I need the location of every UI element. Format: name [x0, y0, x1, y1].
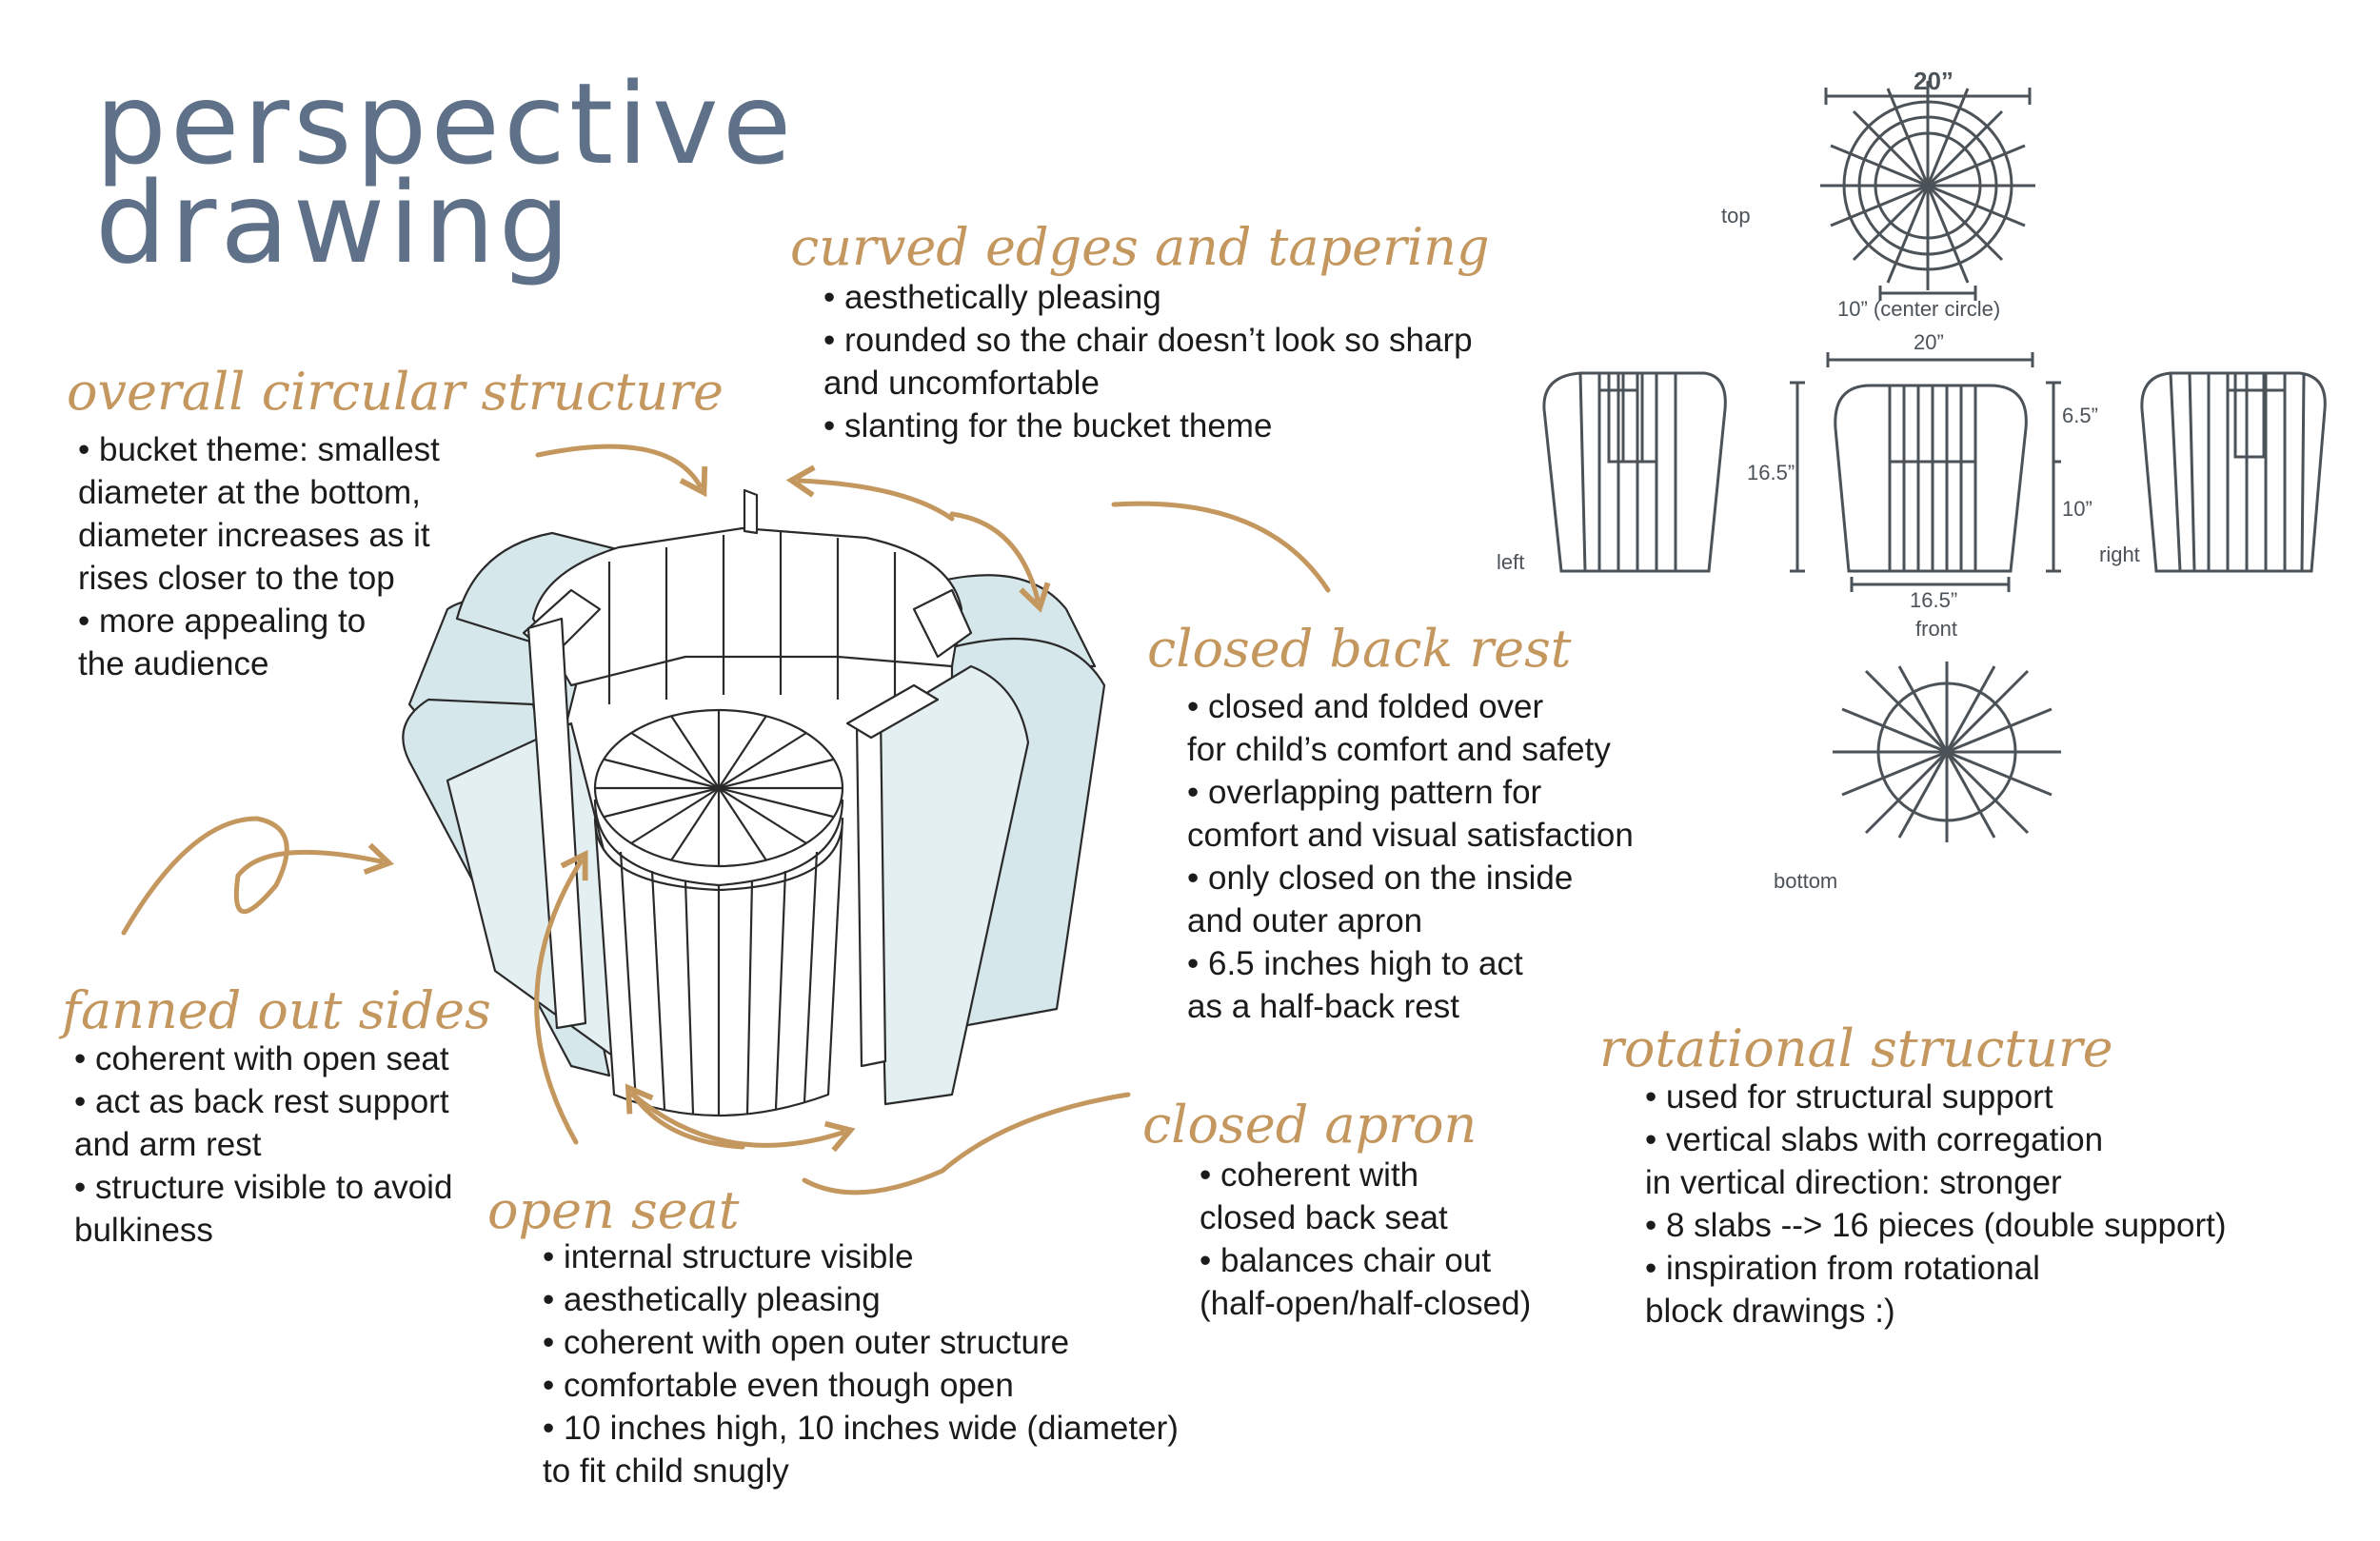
- text-line: • 10 inches high, 10 inches wide (diamet…: [543, 1410, 1179, 1447]
- back-rest-panels: [607, 531, 897, 709]
- text-line: • balances chair out: [1200, 1242, 1492, 1279]
- text-circular-structure: • bucket theme: smallest diameter at the…: [78, 428, 440, 685]
- label-front-view: front: [1915, 617, 1958, 641]
- text-line: the audience: [78, 645, 269, 682]
- arrow-open-seat-up: [534, 849, 588, 1145]
- arrow-fanned: [121, 816, 394, 936]
- text-line: • coherent with: [1200, 1156, 1419, 1194]
- text-closed-apron: • coherent with closed back seat • balan…: [1200, 1154, 1531, 1325]
- text-line: • aesthetically pleasing: [823, 279, 1161, 316]
- front-view: [1790, 352, 2061, 592]
- ortho-views: [1542, 81, 2327, 842]
- back-rest-cap-right: [912, 588, 973, 659]
- apron-slats: [619, 851, 819, 1116]
- top-view-spokes: [1820, 81, 2035, 290]
- annotation-arrows: [121, 444, 1331, 1195]
- label-bottom-view: bottom: [1774, 869, 1838, 893]
- dim-back-height: 6.5”: [2062, 404, 2098, 427]
- back-rest-tab: [743, 488, 759, 535]
- label-left-view: left: [1497, 550, 1525, 574]
- heading-closed-apron: closed apron: [1142, 1095, 1478, 1155]
- text-line: • internal structure visible: [543, 1238, 914, 1275]
- text-fanned-sides: • coherent with open seat • act as back …: [74, 1037, 452, 1252]
- text-line: as a half-back rest: [1187, 988, 1459, 1025]
- text-line: • rounded so the chair doesn’t look so s…: [823, 322, 1473, 359]
- text-line: • closed and folded over: [1187, 688, 1544, 725]
- text-line: (half-open/half-closed): [1200, 1285, 1532, 1322]
- heading-curved-edges: curved edges and tapering: [790, 217, 1490, 277]
- text-line: closed back seat: [1200, 1199, 1448, 1236]
- text-line: • comfortable even though open: [543, 1367, 1014, 1404]
- text-line: • slanting for the bucket theme: [823, 407, 1273, 445]
- text-line: • coherent with open outer structure: [543, 1324, 1070, 1361]
- heading-circular-structure: overall circular structure: [67, 362, 724, 422]
- seat-spokes: [595, 710, 843, 866]
- text-line: to fit child snugly: [543, 1452, 789, 1490]
- text-curved-edges: • aesthetically pleasing • rounded so th…: [823, 276, 1473, 447]
- text-line: block drawings :): [1645, 1293, 1895, 1330]
- text-rotational-structure: • used for structural support • vertical…: [1645, 1076, 2227, 1333]
- heading-rotational-structure: rotational structure: [1599, 1018, 2113, 1078]
- text-line: comfort and visual satisfaction: [1187, 817, 1634, 854]
- dim-top-width: 20”: [1914, 67, 1954, 95]
- arm-post-right: [855, 712, 887, 1068]
- text-line: bulkiness: [74, 1212, 213, 1249]
- arrow-backrest: [1111, 501, 1331, 593]
- text-line: and outer apron: [1187, 902, 1423, 939]
- arrow-circular: [535, 444, 708, 498]
- dim-center-circle: 10” (center circle): [1837, 297, 2001, 321]
- text-line: in vertical direction: stronger: [1645, 1164, 2062, 1201]
- text-line: rises closer to the top: [78, 560, 395, 597]
- text-line: • more appealing to: [78, 603, 367, 640]
- bottom-view: [1833, 662, 2061, 842]
- text-line: diameter increases as it: [78, 517, 430, 554]
- text-back-rest: • closed and folded over for child’s com…: [1187, 685, 1634, 1028]
- dim-seat-height: 10”: [2062, 497, 2092, 521]
- text-line: • aesthetically pleasing: [543, 1281, 881, 1318]
- arrow-curved-2: [949, 511, 1051, 613]
- arrow-seat-double: [630, 1092, 856, 1153]
- left-view: [1542, 371, 1727, 573]
- text-line: • 8 slabs --> 16 pieces (double support): [1645, 1207, 2227, 1244]
- text-line: and uncomfortable: [823, 365, 1100, 402]
- arrow-seat-left: [625, 1083, 745, 1150]
- text-line: • act as back rest support: [74, 1083, 449, 1120]
- heading-back-rest: closed back rest: [1147, 619, 1572, 679]
- text-line: for child’s comfort and safety: [1187, 731, 1611, 768]
- dim-front-bottom-width: 16.5”: [1910, 588, 1958, 612]
- page-title: perspective drawing: [95, 68, 795, 279]
- arm-post-left: [526, 617, 587, 1030]
- text-line: • bucket theme: smallest: [78, 431, 440, 468]
- text-line: • structure visible to avoid: [74, 1169, 453, 1206]
- text-line: • overlapping pattern for: [1187, 774, 1542, 811]
- text-line: and arm rest: [74, 1126, 262, 1163]
- text-line: • 6.5 inches high to act: [1187, 945, 1523, 982]
- right-view: [2140, 371, 2327, 573]
- arrow-curved-1: [785, 464, 955, 522]
- text-line: • only closed on the inside: [1187, 859, 1574, 897]
- text-line: • used for structural support: [1645, 1078, 2053, 1116]
- top-view: [1820, 81, 2035, 301]
- text-line: • coherent with open seat: [74, 1040, 449, 1077]
- label-right-view: right: [2099, 543, 2140, 566]
- fin-right-front: [874, 664, 1030, 1106]
- label-top-view: top: [1721, 204, 1751, 227]
- dim-front-top-width: 20”: [1914, 330, 1944, 354]
- perspective-chair: [402, 488, 1106, 1117]
- arrow-apron: [802, 1092, 1131, 1195]
- text-open-seat: • internal structure visible • aesthetic…: [543, 1235, 1179, 1492]
- title-line-2: drawing: [95, 157, 574, 288]
- text-line: • vertical slabs with corregation: [1645, 1121, 2104, 1158]
- title-line-1: perspective: [95, 58, 796, 189]
- dim-front-height: 16.5”: [1747, 461, 1795, 484]
- heading-fanned-sides: fanned out sides: [62, 980, 491, 1040]
- text-line: • inspiration from rotational: [1645, 1250, 2040, 1287]
- heading-open-seat: open seat: [487, 1180, 740, 1240]
- text-line: diameter at the bottom,: [78, 474, 421, 511]
- arm-cap-right: [845, 683, 940, 740]
